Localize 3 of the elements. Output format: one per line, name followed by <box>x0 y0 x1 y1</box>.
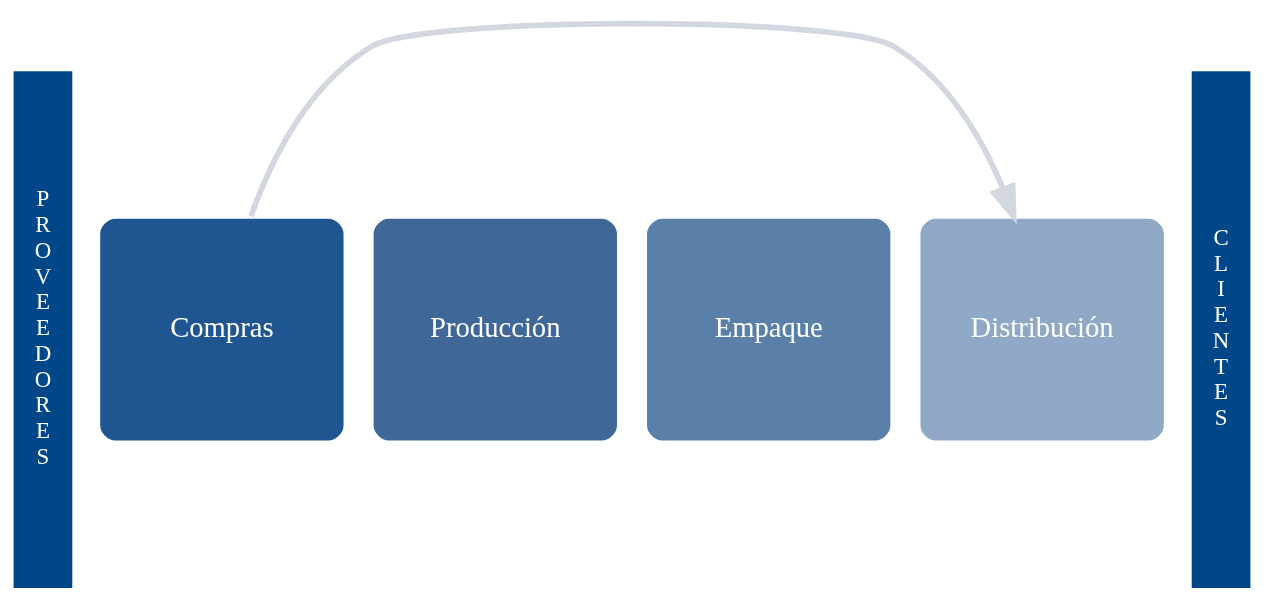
node-box: PROVEEDORES <box>13 70 73 588</box>
arrow <box>248 20 1017 224</box>
node-box: CLIENTES <box>1191 70 1251 588</box>
